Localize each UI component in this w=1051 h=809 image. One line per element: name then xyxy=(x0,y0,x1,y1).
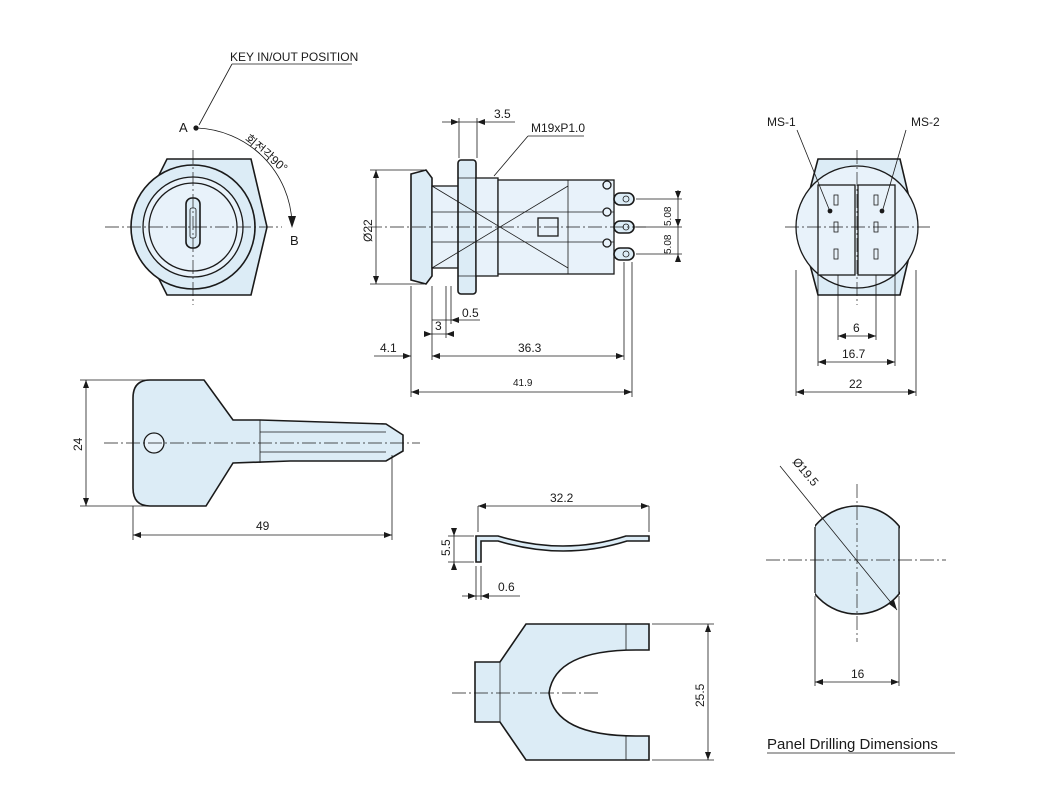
thread-label: M19xP1.0 xyxy=(531,121,585,135)
dim-3-arrow-1 xyxy=(424,331,432,337)
pitch-arrow-1 xyxy=(675,191,681,199)
key-position-label: KEY IN/OUT POSITION xyxy=(230,50,358,64)
clip-view: 25.5 xyxy=(452,623,714,761)
terminal-3 xyxy=(613,247,635,261)
rear-view: MS-1 MS-2 6 16.7 22 xyxy=(767,115,940,396)
ms2-pin-3 xyxy=(873,248,879,260)
spring-dim-t-arrow-1 xyxy=(468,593,476,599)
dim-36-3-text: 36.3 xyxy=(518,341,542,355)
dim-36-3-arrow-1 xyxy=(432,353,440,359)
ms2-pin-1 xyxy=(873,194,879,206)
dim-22-text: 22 xyxy=(849,377,863,391)
point-b-label: B xyxy=(290,233,299,248)
panel-caption: Panel Drilling Dimensions xyxy=(767,736,938,753)
dim-3-5-text: 3.5 xyxy=(494,107,511,121)
dim-dia-arrow-2 xyxy=(373,276,379,284)
dim-dia-arrow-1 xyxy=(373,170,379,178)
ms1-pin-1 xyxy=(833,194,839,206)
dim-41-9-text: 41.9 xyxy=(513,378,533,389)
rotation-arrow xyxy=(288,216,296,228)
panel-dia-arrow xyxy=(889,600,897,610)
panel-view: Ø19.5 16 Panel Drilling Dimensions xyxy=(766,455,955,754)
spring-body xyxy=(475,535,650,563)
dim-4-1-text: 4.1 xyxy=(380,341,397,355)
dim-41-9-arrow-1 xyxy=(411,389,419,395)
terminal-1-hole xyxy=(622,195,630,203)
switch-ms2 xyxy=(857,184,896,276)
terminal-1 xyxy=(613,192,635,206)
dim-3-text: 3 xyxy=(435,319,442,333)
dim-22-arrow-2 xyxy=(908,389,916,395)
dim-22-arrow-1 xyxy=(796,389,804,395)
spring-dim-len-arrow-1 xyxy=(478,503,486,509)
ms2-dot xyxy=(879,208,885,214)
dim-3-5-arrow-2 xyxy=(477,119,485,125)
clip-dim-arrow-2 xyxy=(705,752,711,760)
key-dim-w-text: 49 xyxy=(256,519,270,533)
ms1-pin-3 xyxy=(833,248,839,260)
spring-dim-h-arrow-1 xyxy=(451,528,457,536)
terminal-3-hole xyxy=(622,250,630,258)
pitch-arrow-2 xyxy=(675,219,681,227)
key-dim-h-arrow-1 xyxy=(83,380,89,388)
ms1-label: MS-1 xyxy=(767,115,796,129)
key-dim-w-arrow-1 xyxy=(133,532,141,538)
panel-dim-w-arrow-2 xyxy=(891,679,899,685)
clip-dim-text: 25.5 xyxy=(693,683,707,707)
spring-dim-t-arrow-2 xyxy=(481,593,489,599)
dim-16-7-arrow-2 xyxy=(887,359,895,365)
clip-body xyxy=(474,623,650,761)
dim-3-5-arrow-1 xyxy=(451,119,459,125)
key-dim-h-text: 24 xyxy=(71,437,85,451)
rivet-top xyxy=(602,180,612,190)
spring-dim-h-text: 5.5 xyxy=(439,539,453,556)
pitch-text-2: 5.08 xyxy=(663,234,674,254)
pitch-text-1: 5.08 xyxy=(663,206,674,226)
spring-view: 32.2 5.5 0.6 xyxy=(439,491,650,600)
pitch-arrow-3 xyxy=(675,254,681,262)
panel-dim-w-text: 16 xyxy=(851,667,865,681)
dim-6-arrow-1 xyxy=(838,333,846,339)
point-a-label: A xyxy=(179,120,188,135)
spring-dim-h-arrow-2 xyxy=(451,562,457,570)
dim-0-5-arrow xyxy=(451,317,459,323)
ms2-label: MS-2 xyxy=(911,115,940,129)
spring-dim-t-text: 0.6 xyxy=(498,580,515,594)
key-dim-w-arrow-2 xyxy=(384,532,392,538)
panel-dia-line xyxy=(779,465,898,611)
dim-dia-text: Ø22 xyxy=(361,219,375,242)
spring-dim-len-arrow-2 xyxy=(641,503,649,509)
switch-ms1 xyxy=(817,184,856,276)
dim-4-1-arrow xyxy=(403,353,411,359)
dim-3-arrow-2 xyxy=(446,331,454,337)
spring-dim-len-text: 32.2 xyxy=(550,491,574,505)
leader-key-position xyxy=(198,63,233,126)
rivet-mid xyxy=(602,207,612,217)
thread-leader xyxy=(493,135,529,177)
side-view: M19xP1.0 3.5 Ø22 5.08 5.08 xyxy=(361,107,682,397)
ms1-leader xyxy=(796,129,830,210)
key-dim-h-arrow-2 xyxy=(83,498,89,506)
clip-dim-arrow-1 xyxy=(705,624,711,632)
dim-16-7-arrow-1 xyxy=(818,359,826,365)
rotation-arc xyxy=(196,127,293,224)
point-a-marker xyxy=(193,125,199,131)
panel-dim-w-arrow-1 xyxy=(815,679,823,685)
dim-6-text: 6 xyxy=(853,321,860,335)
ms2-leader xyxy=(882,129,907,210)
ms1-dot xyxy=(827,208,833,214)
dim-0-5-text: 0.5 xyxy=(462,306,479,320)
key-view: 24 49 xyxy=(71,379,420,540)
dim-6-arrow-2 xyxy=(868,333,876,339)
dim-36-3-arrow-2 xyxy=(616,353,624,359)
rivet-bot xyxy=(602,238,612,248)
dim-16-7-text: 16.7 xyxy=(842,347,866,361)
dim-41-9-arrow-2 xyxy=(624,389,632,395)
front-view: KEY IN/OUT POSITION A B 회전각90° xyxy=(105,50,358,305)
